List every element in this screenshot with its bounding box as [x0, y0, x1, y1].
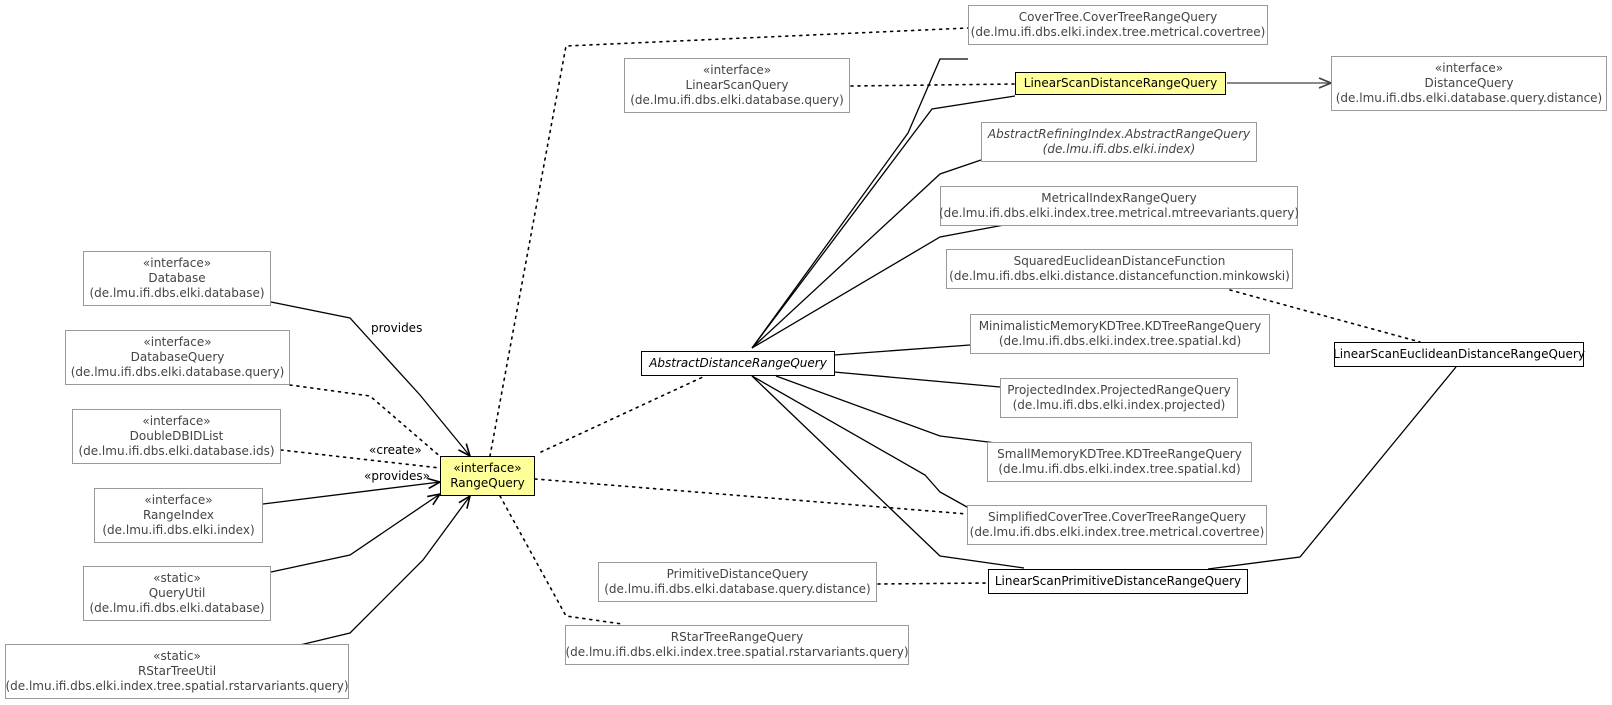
node-linearscan-euclidean-rangequery[interactable]: LinearScanEuclideanDistanceRangeQuery [1333, 342, 1585, 367]
node-package: (de.lmu.ifi.dbs.elki.index.tree.metrical… [970, 25, 1266, 39]
node-package: (de.lmu.ifi.dbs.elki.index.projected) [1012, 398, 1226, 412]
node-name: SimplifiedCoverTree.CoverTreeRangeQuery [987, 510, 1247, 524]
node-name: LinearScanDistanceRangeQuery [1023, 76, 1218, 90]
edge-primitive-lsprimitive [877, 582, 989, 585]
node-name: LinearScanQuery [685, 78, 789, 92]
node-name: DoubleDBIDList [129, 429, 224, 443]
node-package: (de.lmu.ifi.dbs.elki.index.tree.spatial.… [565, 645, 909, 659]
edge-rangeindex-rangequery [262, 482, 440, 505]
node-package: (de.lmu.ifi.dbs.elki.distance.distancefu… [949, 269, 1290, 283]
node-name: RangeQuery [450, 476, 525, 490]
node-stereotype: «interface» [142, 414, 211, 428]
edge-adrq-lsdrq [751, 95, 1016, 349]
node-minimalistic-kdtree-rangequery[interactable]: MinimalisticMemoryKDTree.KDTreeRangeQuer… [970, 314, 1270, 354]
node-rstartree-rangequery[interactable]: RStarTreeRangeQuery (de.lmu.ifi.dbs.elki… [565, 625, 909, 665]
edge-rangequery-covertree [489, 27, 969, 457]
node-stereotype: «interface» [144, 493, 213, 507]
edge-label-provides-stereotype: «provides» [364, 469, 430, 483]
node-package: (de.lmu.ifi.dbs.elki.database.query) [630, 93, 844, 107]
edge-rangequery-adrq [540, 375, 706, 453]
node-linearscanquery[interactable]: «interface» LinearScanQuery (de.lmu.ifi.… [624, 58, 850, 113]
node-name: CoverTree.CoverTreeRangeQuery [1018, 10, 1218, 24]
edge-rstartreeutil-rangequery [299, 496, 470, 646]
node-name: MetricalIndexRangeQuery [1041, 191, 1197, 205]
node-simplified-covertree-rangequery[interactable]: SimplifiedCoverTree.CoverTreeRangeQuery … [967, 505, 1267, 545]
node-squared-euclidean-distance[interactable]: SquaredEuclideanDistanceFunction (de.lmu… [946, 249, 1293, 289]
node-name: AbstractDistanceRangeQuery [649, 356, 827, 370]
node-name: RStarTreeUtil [137, 664, 217, 678]
node-name: RStarTreeRangeQuery [670, 630, 804, 644]
node-stereotype: «static» [153, 571, 201, 585]
node-stereotype: «static» [153, 649, 201, 663]
edge-euclid-lsprimitive [1207, 366, 1457, 570]
node-covertree-rangequery[interactable]: CoverTree.CoverTreeRangeQuery (de.lmu.if… [968, 5, 1268, 45]
node-package: (de.lmu.ifi.dbs.elki.index.tree.spatial.… [5, 679, 349, 693]
edge-linearscanquery-lsdrq [850, 83, 1016, 87]
node-queryutil[interactable]: «static» QueryUtil (de.lmu.ifi.dbs.elki.… [83, 566, 271, 621]
node-name: Database [148, 271, 206, 285]
node-name: RangeIndex [142, 508, 215, 522]
node-package: (de.lmu.ifi.dbs.elki.database.ids) [78, 444, 275, 458]
node-distancequery[interactable]: «interface» DistanceQuery (de.lmu.ifi.db… [1331, 56, 1607, 111]
edge-rangequery-rstar [499, 495, 623, 625]
node-name: DatabaseQuery [130, 350, 225, 364]
edge-adrq-minimalkd [833, 344, 971, 356]
node-rangeindex[interactable]: «interface» RangeIndex (de.lmu.ifi.dbs.e… [94, 488, 263, 543]
edge-database-rangequery [270, 301, 470, 456]
node-name: ProjectedIndex.ProjectedRangeQuery [1007, 383, 1231, 397]
node-name: MinimalisticMemoryKDTree.KDTreeRangeQuer… [978, 319, 1262, 333]
node-stereotype: «interface» [143, 335, 212, 349]
node-projected-rangequery[interactable]: ProjectedIndex.ProjectedRangeQuery (de.l… [1000, 378, 1238, 418]
edge-adrq-projected [833, 371, 1001, 388]
node-name: SquaredEuclideanDistanceFunction [1013, 254, 1226, 268]
node-name: LinearScanEuclideanDistanceRangeQuery [1333, 347, 1585, 361]
edge-adrq-metrical [751, 224, 1005, 349]
node-database[interactable]: «interface» Database (de.lmu.ifi.dbs.elk… [83, 251, 271, 306]
edge-adrq-absrefining [751, 159, 982, 349]
node-databasequery[interactable]: «interface» DatabaseQuery (de.lmu.ifi.db… [65, 330, 290, 385]
node-metricalindex-rangequery[interactable]: MetricalIndexRangeQuery (de.lmu.ifi.dbs.… [938, 186, 1300, 226]
node-name: LinearScanPrimitiveDistanceRangeQuery [994, 574, 1242, 588]
node-package: (de.lmu.ifi.dbs.elki.index) [102, 523, 255, 537]
node-package: (de.lmu.ifi.dbs.elki.database) [89, 286, 265, 300]
node-primitive-distancequery[interactable]: PrimitiveDistanceQuery (de.lmu.ifi.dbs.e… [598, 562, 877, 602]
edge-doubledbidlist-rangequery [280, 449, 441, 469]
node-rstartreeutil[interactable]: «static» RStarTreeUtil (de.lmu.ifi.dbs.e… [5, 644, 349, 699]
node-package: (de.lmu.ifi.dbs.elki.database) [89, 601, 265, 615]
node-stereotype: «interface» [142, 256, 212, 270]
node-smallmemory-kdtree-rangequery[interactable]: SmallMemoryKDTree.KDTreeRangeQuery (de.l… [987, 442, 1252, 482]
node-package: (de.lmu.ifi.dbs.elki.index.tree.metrical… [969, 525, 1265, 539]
node-name: QueryUtil [148, 586, 206, 600]
node-stereotype: «interface» [702, 63, 772, 77]
node-linearscan-primitive-rangequery[interactable]: LinearScanPrimitiveDistanceRangeQuery [988, 569, 1248, 594]
node-name: DistanceQuery [1424, 76, 1514, 90]
node-doubledbidlist[interactable]: «interface» DoubleDBIDList (de.lmu.ifi.d… [72, 409, 281, 464]
node-package: (de.lmu.ifi.dbs.elki.index.tree.spatial.… [998, 334, 1242, 348]
edge-adrq-lsprimitive [751, 375, 1025, 569]
node-stereotype: «interface» [453, 461, 522, 475]
edge-label-provides: provides [371, 321, 423, 335]
node-package: (de.lmu.ifi.dbs.elki.database.query.dist… [604, 582, 871, 596]
node-package: (de.lmu.ifi.dbs.elki.index.tree.metrical… [938, 206, 1300, 220]
node-package: (de.lmu.ifi.dbs.elki.database.query) [70, 365, 285, 379]
edge-adrq-simplified [751, 375, 968, 508]
edge-adrq-covertree [751, 58, 968, 349]
node-abstract-refining-rangequery[interactable]: AbstractRefiningIndex.AbstractRangeQuery… [981, 122, 1257, 162]
node-package: (de.lmu.ifi.dbs.elki.index) [1042, 142, 1196, 156]
node-rangequery[interactable]: «interface» RangeQuery [440, 456, 535, 496]
edge-sqeuclid-euclid [1229, 289, 1421, 343]
edge-queryutil-rangequery [270, 494, 440, 573]
node-linearscan-distance-rangequery[interactable]: LinearScanDistanceRangeQuery [1015, 72, 1226, 95]
node-package: (de.lmu.ifi.dbs.elki.index.tree.spatial.… [998, 462, 1241, 476]
edge-rangequery-simplified [534, 478, 968, 515]
node-package: (de.lmu.ifi.dbs.elki.database.query.dist… [1335, 91, 1603, 105]
node-name: PrimitiveDistanceQuery [666, 567, 809, 581]
node-name: SmallMemoryKDTree.KDTreeRangeQuery [997, 447, 1242, 461]
node-abstract-distance-rangequery[interactable]: AbstractDistanceRangeQuery [641, 351, 835, 376]
node-stereotype: «interface» [1434, 61, 1504, 75]
edge-adrq-smallmem [775, 375, 1005, 445]
node-name: AbstractRefiningIndex.AbstractRangeQuery [987, 127, 1251, 141]
edge-label-create: «create» [369, 443, 422, 457]
